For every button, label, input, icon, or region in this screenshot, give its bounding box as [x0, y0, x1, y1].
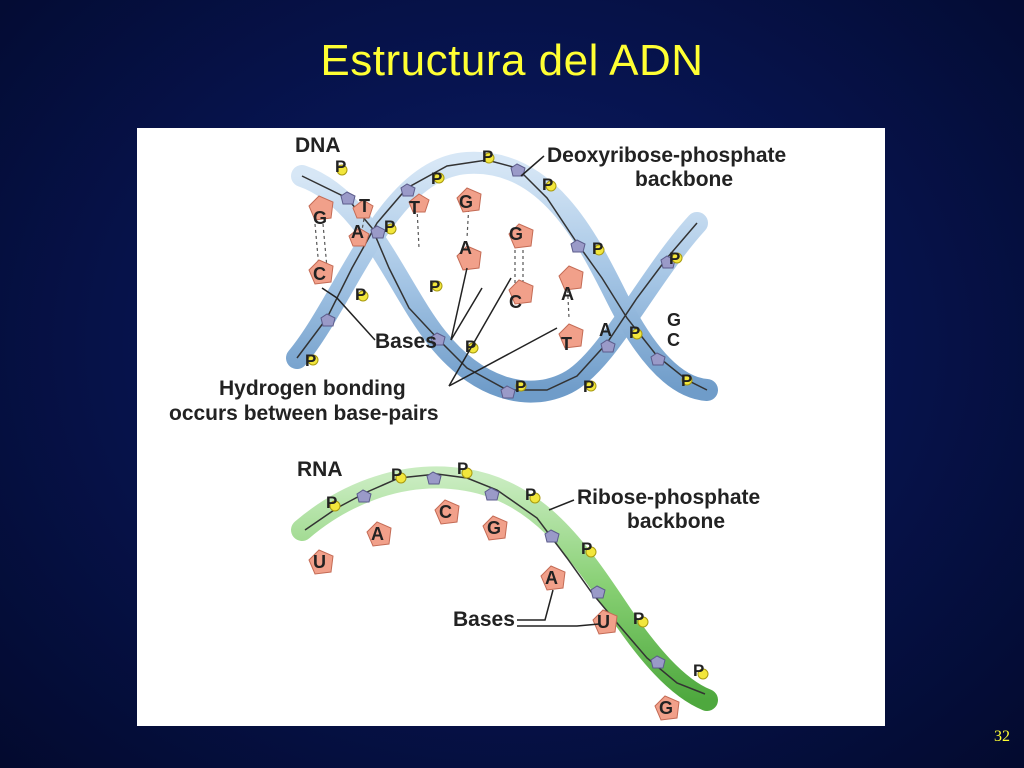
- dna-phosphate: P: [542, 175, 553, 194]
- dna-rna-diagram: P P P P P P P P P P P P P P P G C T A T …: [169, 134, 786, 721]
- dna-backbone-label: Deoxyribose-phosphate: [547, 144, 786, 167]
- rna-phosphate: P: [581, 539, 592, 558]
- dna-base: A: [561, 284, 574, 304]
- rna-phosphate: P: [693, 661, 704, 680]
- rna-heading: RNA: [297, 458, 343, 481]
- rna-base: C: [439, 502, 452, 522]
- diagram-panel: P P P P P P P P P P P P P P P G C T A T …: [137, 128, 885, 726]
- rna-strand: P P P P P P P U A C G A U G RNA Ribose-p…: [291, 458, 760, 721]
- dna-helix: P P P P P P P P P P P P P P P G C T A T …: [169, 134, 786, 425]
- rna-base: G: [487, 518, 501, 538]
- rna-backbone-label: backbone: [627, 510, 725, 533]
- dna-heading: DNA: [295, 134, 341, 157]
- rna-base: U: [313, 552, 326, 572]
- dna-phosphate: P: [429, 277, 440, 296]
- dna-base: C: [313, 264, 326, 284]
- dna-base: G: [313, 208, 327, 228]
- rna-phosphate: P: [525, 485, 536, 504]
- rna-phosphate: P: [391, 465, 402, 484]
- dna-phosphate: P: [305, 351, 316, 370]
- dna-phosphate: P: [583, 377, 594, 396]
- dna-base: A: [459, 238, 472, 258]
- dna-base: A: [351, 222, 364, 242]
- rna-phosphate: P: [326, 493, 337, 512]
- dna-base: C: [667, 330, 680, 350]
- dna-phosphate: P: [669, 249, 680, 268]
- dna-phosphate: P: [384, 217, 395, 236]
- dna-phosphate: P: [465, 337, 476, 356]
- rna-base: A: [545, 568, 558, 588]
- dna-backbone-label: backbone: [635, 168, 733, 191]
- rna-bases-label: Bases: [453, 608, 515, 631]
- dna-phosphate: P: [431, 169, 442, 188]
- hydrogen-bond-label: Hydrogen bonding: [219, 377, 406, 400]
- dna-phosphate: P: [592, 239, 603, 258]
- hydrogen-bond-label: occurs between base-pairs: [169, 402, 439, 425]
- dna-base: G: [667, 310, 681, 330]
- dna-base: C: [509, 292, 522, 312]
- dna-phosphate: P: [681, 371, 692, 390]
- dna-phosphate: P: [515, 377, 526, 396]
- dna-bases-label: Bases: [375, 330, 437, 353]
- dna-base: A: [599, 320, 612, 340]
- rna-base: U: [597, 612, 610, 632]
- slide-number: 32: [994, 728, 1010, 745]
- dna-phosphate: P: [629, 323, 640, 342]
- dna-base: G: [509, 224, 523, 244]
- rna-phosphate: P: [457, 459, 468, 478]
- dna-backbone-strand-2: [286, 151, 718, 401]
- slide-title: Estructura del ADN: [320, 36, 704, 85]
- dna-phosphate: P: [482, 147, 493, 166]
- rna-backbone-label: Ribose-phosphate: [577, 486, 760, 509]
- dna-base: G: [459, 192, 473, 212]
- rna-base: A: [371, 524, 384, 544]
- dna-phosphate: P: [355, 285, 366, 304]
- dna-phosphate: P: [335, 157, 346, 176]
- rna-base: G: [659, 698, 673, 718]
- rna-phosphate: P: [633, 609, 644, 628]
- dna-base: T: [359, 196, 370, 216]
- dna-base: T: [561, 334, 572, 354]
- dna-base: T: [409, 198, 420, 218]
